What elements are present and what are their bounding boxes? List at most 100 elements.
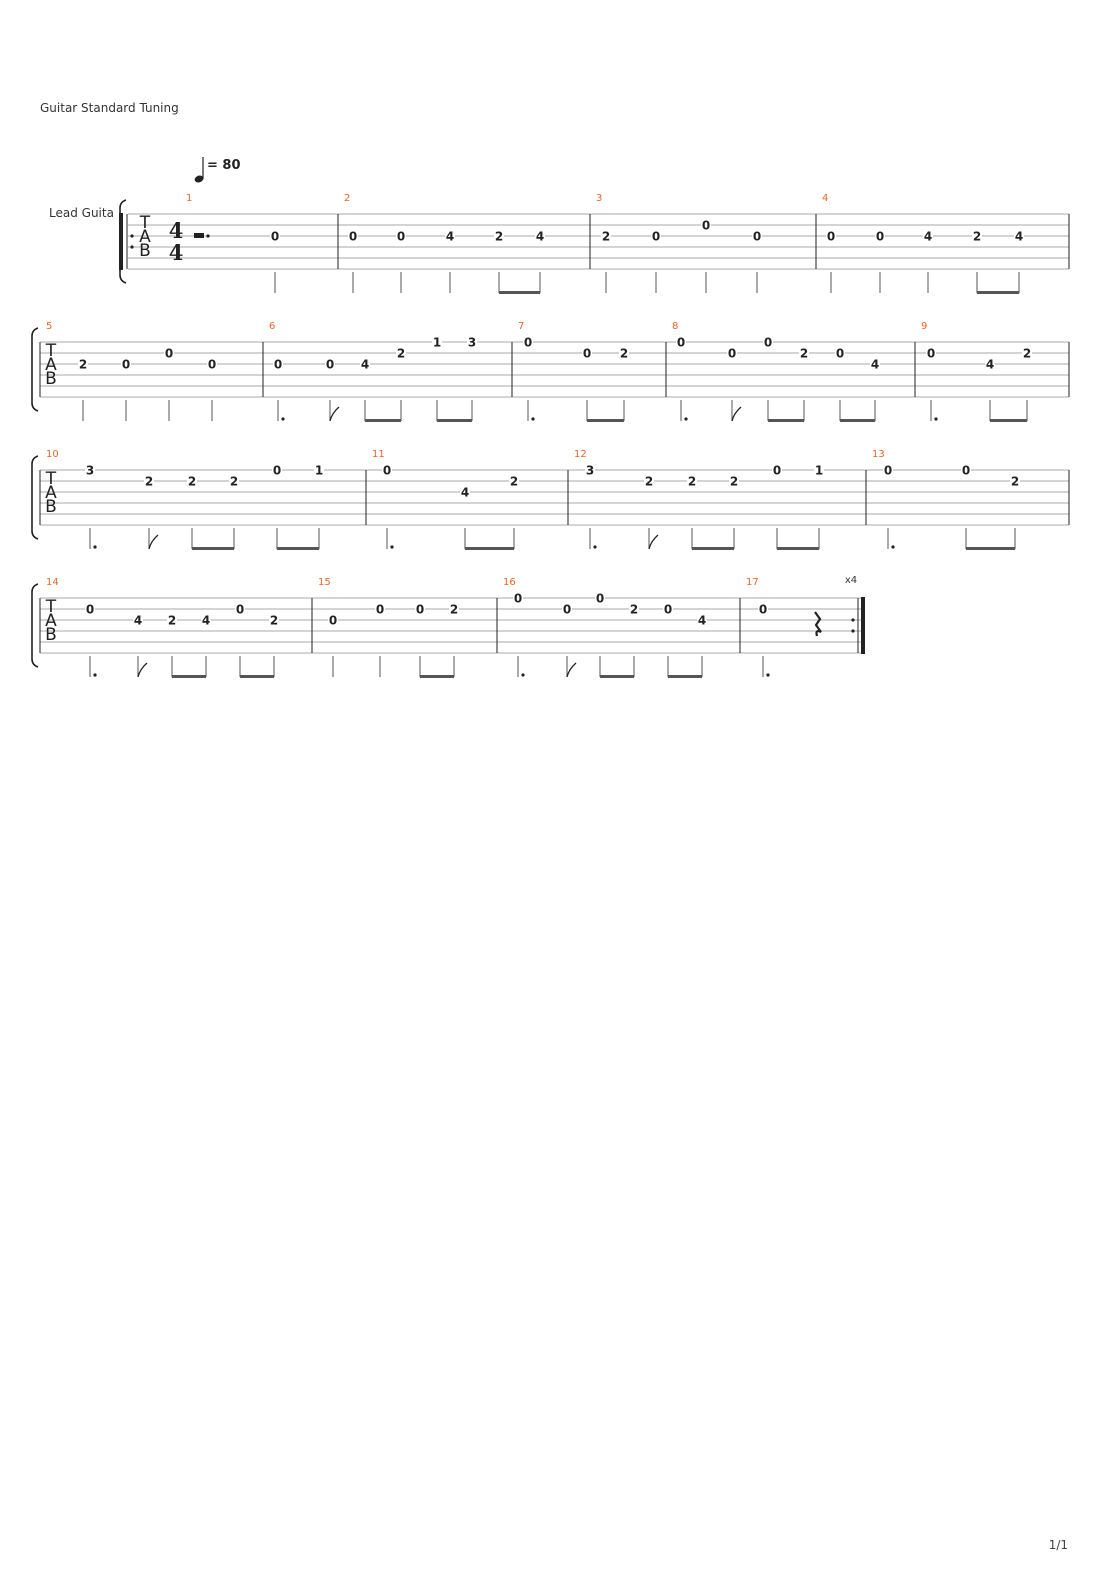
tuning-label: Guitar Standard Tuning — [40, 101, 179, 115]
fret-background — [523, 335, 533, 348]
beam — [277, 547, 319, 550]
fret-background — [445, 229, 455, 242]
system-bracket — [31, 455, 39, 540]
fret-number: 0 — [596, 592, 604, 606]
fret-background — [799, 346, 809, 359]
fret-number: 2 — [495, 230, 503, 244]
fret-background — [460, 485, 470, 498]
fret-background — [415, 602, 425, 615]
duration-dot — [684, 417, 688, 421]
fret-background — [562, 602, 572, 615]
fret-number: 0 — [273, 464, 281, 478]
fret-number: 0 — [208, 358, 216, 372]
fret-number: 0 — [677, 336, 685, 350]
fret-background — [644, 474, 654, 487]
fret-number: 2 — [688, 475, 696, 489]
duration-dot — [593, 545, 597, 549]
fret-background — [432, 335, 442, 348]
rest-dot — [206, 234, 210, 238]
beam — [977, 291, 1019, 294]
fret-number: 0 — [664, 603, 672, 617]
quarter-rest-icon — [814, 611, 822, 637]
fret-background — [595, 591, 605, 604]
fret-number: 0 — [376, 603, 384, 617]
fret-background — [314, 463, 324, 476]
time-signature-denominator: 4 — [169, 240, 184, 265]
measure-number: 1 — [186, 193, 192, 204]
repeat-end-thick-bar — [861, 597, 865, 654]
repeat-dot — [130, 234, 134, 238]
fret-background — [273, 357, 283, 370]
fret-background — [972, 229, 982, 242]
fret-number: 2 — [1023, 347, 1031, 361]
tab-clef-letter: A — [139, 227, 151, 247]
fret-background — [758, 602, 768, 615]
beam — [437, 419, 472, 422]
repeat-dot — [851, 629, 855, 633]
tab-clef-letter: T — [45, 597, 57, 617]
fret-background — [375, 602, 385, 615]
fret-background — [601, 229, 611, 242]
eighth-flag-icon — [566, 662, 577, 678]
duration-dot — [93, 545, 97, 549]
fret-number: 0 — [764, 336, 772, 350]
fret-number: 4 — [698, 614, 706, 628]
fret-background — [513, 591, 523, 604]
beam — [600, 675, 634, 678]
measure-number: 14 — [46, 577, 59, 588]
measure-number: 8 — [672, 321, 678, 332]
measure-number: 2 — [344, 193, 350, 204]
beam — [499, 291, 540, 294]
fret-background — [752, 229, 762, 242]
fret-number: 4 — [461, 486, 469, 500]
beam — [777, 547, 819, 550]
time-signature-numerator: 4 — [169, 218, 184, 243]
fret-number: 0 — [927, 347, 935, 361]
fret-background — [121, 357, 131, 370]
fret-number: 2 — [602, 230, 610, 244]
fret-background — [676, 335, 686, 348]
fret-number: 4 — [986, 358, 994, 372]
fret-background — [651, 229, 661, 242]
eighth-flag-icon — [731, 406, 742, 422]
tab-clef-letter: B — [45, 497, 57, 517]
beam — [768, 419, 804, 422]
fret-background — [763, 335, 773, 348]
fret-number: 1 — [315, 464, 323, 478]
fret-background — [663, 602, 673, 615]
beam — [420, 675, 454, 678]
fret-number: 4 — [202, 614, 210, 628]
fret-number: 2 — [397, 347, 405, 361]
eighth-flag-icon — [137, 662, 148, 678]
fret-background — [619, 346, 629, 359]
tab-clef-letter: B — [45, 369, 57, 389]
fret-background — [729, 474, 739, 487]
fret-number: 2 — [510, 475, 518, 489]
fret-background — [164, 346, 174, 359]
fret-background — [727, 346, 737, 359]
fret-number: 0 — [329, 614, 337, 628]
tempo-value: = 80 — [207, 158, 241, 173]
measure-number: 6 — [269, 321, 275, 332]
fret-number: 3 — [86, 464, 94, 478]
fret-background — [701, 218, 711, 231]
duration-dot — [390, 545, 394, 549]
measure-number: 7 — [518, 321, 524, 332]
fret-background — [85, 463, 95, 476]
fret-number: 2 — [168, 614, 176, 628]
duration-dot — [531, 417, 535, 421]
fret-number: 0 — [122, 358, 130, 372]
fret-number: 4 — [1015, 230, 1023, 244]
quarter-note-icon — [194, 175, 204, 183]
fret-background — [535, 229, 545, 242]
measure-number: 3 — [596, 193, 602, 204]
instrument-name: Lead Guita — [49, 206, 114, 220]
fret-number: 3 — [586, 464, 594, 478]
tab-clef-letter: A — [45, 355, 57, 375]
fret-number: 0 — [236, 603, 244, 617]
fret-background — [629, 602, 639, 615]
fret-background — [985, 357, 995, 370]
fret-number: 0 — [326, 358, 334, 372]
fret-background — [585, 463, 595, 476]
tab-clef-letter: B — [45, 625, 57, 645]
